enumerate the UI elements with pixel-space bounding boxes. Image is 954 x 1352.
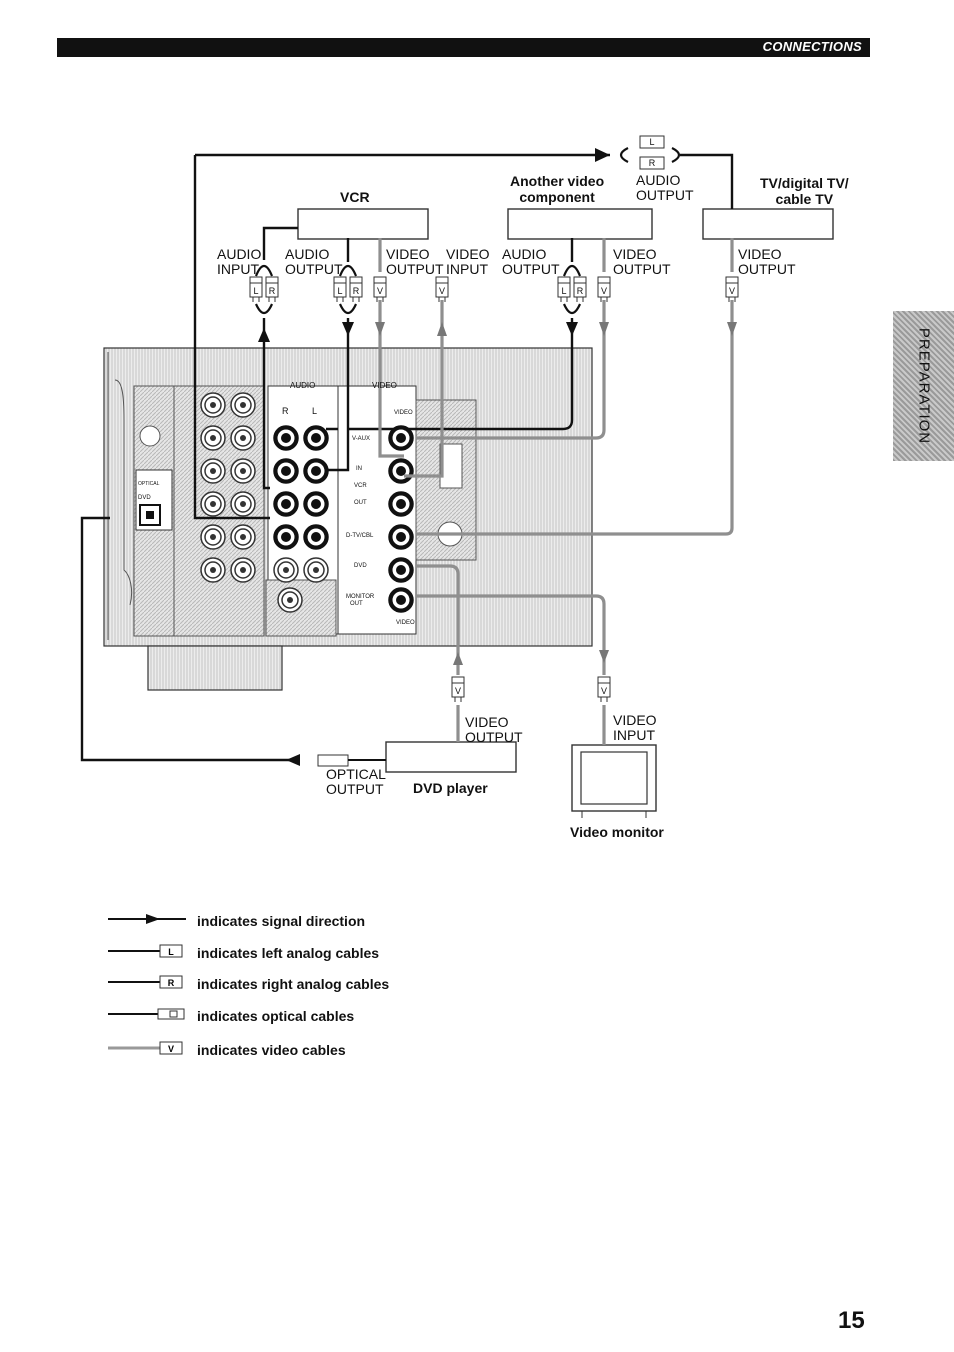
plug-letter-v: V	[601, 686, 607, 696]
side-tab: PREPARATION	[893, 311, 954, 461]
video-header: VIDEO	[372, 381, 397, 390]
legend-text: indicates left analog cables	[197, 945, 380, 961]
plugs	[249, 135, 739, 767]
tv-name: TV/digital TV/ cable TV	[760, 175, 849, 207]
row-vcr: VCR	[354, 483, 367, 489]
vcr-audio-output-label: AUDIO OUTPUT	[285, 246, 343, 277]
row-v-aux: V-AUX	[352, 436, 370, 442]
row-out: OUT	[354, 500, 367, 506]
plug-letter-r: R	[269, 286, 276, 296]
plug-letter-l: L	[649, 137, 654, 147]
plug-letter-v: V	[377, 286, 383, 296]
row-d-tv-cbl: D-TV/CBL	[346, 533, 374, 539]
legend-text: indicates video cables	[197, 1042, 346, 1058]
another-audio-output-top-label: AUDIO OUTPUT	[636, 172, 694, 203]
page-number: 15	[838, 1307, 865, 1334]
plug-letter-l: L	[253, 286, 258, 296]
plug-letter-l: L	[561, 286, 566, 296]
left-plug-icon: L	[108, 944, 183, 958]
plug-loops	[254, 147, 681, 315]
legend-text: indicates signal direction	[197, 913, 366, 929]
plug-letter-l: L	[337, 286, 342, 296]
row-in: IN	[356, 466, 362, 472]
channel-l-label: L	[312, 406, 317, 416]
vcr-audio-input-label: AUDIO INPUT	[217, 246, 262, 277]
dvd-optical-output-label: OPTICAL OUTPUT	[326, 766, 386, 797]
another-video-name: Another video component	[510, 173, 605, 205]
vcr-video-input-label: VIDEO INPUT	[446, 246, 490, 277]
plug-letter-v: V	[439, 286, 445, 296]
right-plug-icon: R	[108, 975, 183, 989]
monitor-out-label: MONITOR	[346, 594, 375, 600]
video-plug-icon: V	[108, 1041, 183, 1055]
plug-letter-r: R	[353, 286, 360, 296]
receiver-labels: AUDIO VIDEO R L VIDEO V-AUX IN VCR OUT D…	[138, 381, 415, 626]
plug-letters: L R L R V V L R V V V V L R	[253, 137, 735, 696]
another-video-output-label: VIDEO OUTPUT	[613, 246, 671, 277]
vcr-name: VCR	[340, 189, 370, 205]
optical-plug-icon	[108, 1008, 185, 1020]
signal-arrows	[258, 148, 610, 766]
video-arrows	[375, 322, 737, 665]
tv-video-output-label: VIDEO OUTPUT	[738, 246, 796, 277]
channel-r-label: R	[282, 406, 289, 416]
audio-cables	[80, 153, 734, 762]
audio-header: AUDIO	[290, 381, 315, 390]
row-dvd: DVD	[354, 563, 367, 569]
svg-text:L: L	[168, 947, 174, 957]
plug-letter-r: R	[577, 286, 584, 296]
video-col-label: VIDEO	[394, 410, 413, 416]
vcr-box	[297, 208, 429, 240]
another-audio-output-label: AUDIO OUTPUT	[502, 246, 560, 277]
dvd-player-name: DVD player	[413, 780, 488, 796]
section-header-bar: CONNECTIONS	[57, 38, 870, 57]
plug-letter-v: V	[729, 286, 735, 296]
video-cables	[378, 238, 734, 745]
legend-text: indicates right analog cables	[197, 976, 390, 992]
svg-text:V: V	[168, 1044, 174, 1054]
svg-text:R: R	[168, 978, 175, 988]
arrow-icon	[108, 914, 186, 924]
legend-text: indicates optical cables	[197, 1008, 355, 1024]
dvd-player-box	[385, 741, 517, 773]
plug-letter-v: V	[455, 686, 461, 696]
video-col-label: VIDEO	[396, 620, 415, 626]
vcr-video-output-label: VIDEO OUTPUT	[386, 246, 444, 277]
plug-letter-r: R	[649, 158, 656, 168]
section-title: CONNECTIONS	[762, 39, 862, 54]
plug-letter-v: V	[601, 286, 607, 296]
tv-box	[702, 208, 834, 240]
dvd-optical-label: DVD	[138, 495, 151, 501]
another-video-box	[507, 208, 653, 240]
video-monitor-name: Video monitor	[570, 824, 664, 840]
dvd-video-output-label: VIDEO OUTPUT	[465, 714, 523, 745]
optical-label: OPTICAL	[138, 481, 160, 487]
video-monitor-box	[571, 744, 657, 818]
monitor-video-input-label: VIDEO INPUT	[613, 712, 657, 743]
monitor-out-label-2: OUT	[350, 601, 363, 607]
